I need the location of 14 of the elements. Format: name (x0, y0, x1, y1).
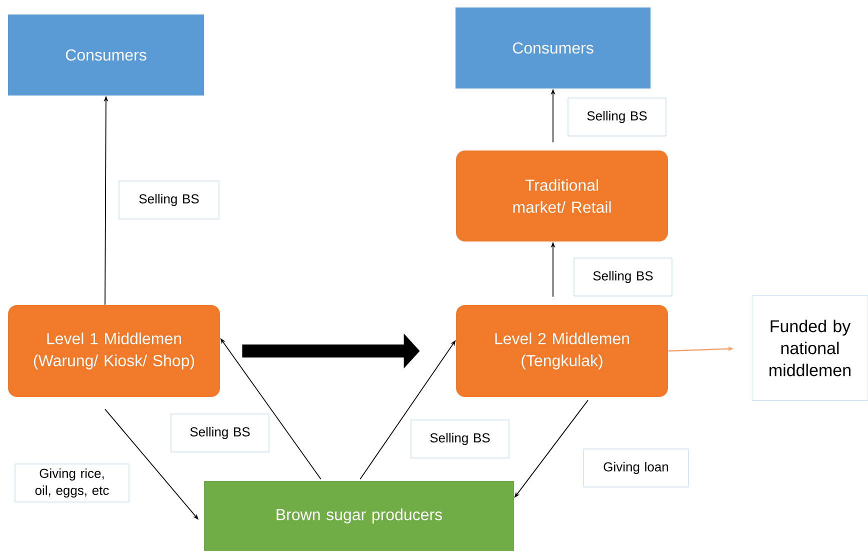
rect-box: Consumers (456, 8, 650, 88)
edge-label: Giving rice, oil, eggs, etc (14, 464, 130, 502)
edge-label: Selling BS (568, 98, 666, 136)
edge-label: Selling BS (170, 414, 270, 452)
rounded-box: Level 2 Middlemen (Tengkulak) (456, 305, 668, 397)
rounded-box: Traditional market/ Retail (456, 150, 668, 242)
rounded-box: Level 1 Middlemen (Warung/ Kiosk/ Shop) (8, 305, 220, 397)
text-box: Funded by national middlemen (752, 295, 868, 401)
edge-label: Selling BS (410, 420, 510, 458)
rect-box: Consumers (8, 14, 204, 96)
edge-label: Giving loan (583, 448, 689, 488)
rect-box: Brown sugar producers (204, 481, 514, 551)
edge-label: Selling BS (574, 258, 672, 296)
edge-label: Selling BS (118, 180, 220, 220)
